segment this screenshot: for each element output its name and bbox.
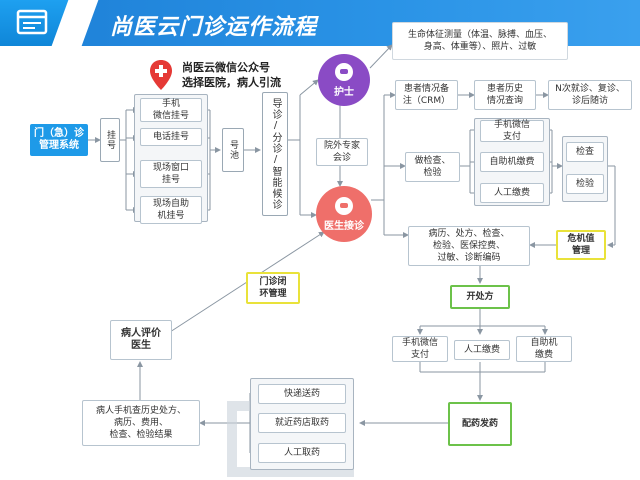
dispense-node[interactable]: 配药发药 — [448, 402, 512, 446]
rx-pay-manual-node[interactable]: 人工缴费 — [454, 340, 510, 360]
delivery-pharmacy-node[interactable]: 就近药店取药 — [258, 413, 346, 433]
expert-consult-node[interactable]: 院外专家 会诊 — [316, 138, 368, 166]
patient-mobile-view-node[interactable]: 病人手机查历史处方、 病历、费用、 检查、检验结果 — [82, 400, 200, 446]
register-wechat-node[interactable]: 手机 微信挂号 — [140, 98, 202, 122]
patient-evaluation-node[interactable]: 病人评价 医生 — [110, 320, 172, 360]
critical-value-node[interactable]: 危机值 管理 — [556, 230, 606, 260]
followup-node[interactable]: N次就诊、复诊、 诊后随访 — [548, 80, 632, 110]
pay-kiosk-node[interactable]: 自助机缴费 — [480, 152, 544, 172]
rx-pay-kiosk-node[interactable]: 自助机 缴费 — [516, 336, 572, 362]
pay-wechat-node[interactable]: 手机微信 支付 — [480, 120, 544, 142]
wechat-public-account-note: 尚医云微信公众号 选择医院，病人引流 — [182, 60, 281, 90]
register-window-node[interactable]: 现场窗口 挂号 — [140, 160, 202, 188]
outpatient-system-node[interactable]: 门（急）诊 管理系统 — [30, 124, 88, 156]
crm-node[interactable]: 患者情况备 注（CRM） — [395, 80, 458, 110]
prescribe-node[interactable]: 开处方 — [450, 285, 510, 309]
doctor-icon — [335, 196, 353, 215]
delivery-express-node[interactable]: 快递送药 — [258, 384, 346, 404]
window-icon — [16, 9, 48, 35]
triage-node[interactable]: 导诊/分诊/智能候诊 — [262, 92, 288, 216]
history-query-node[interactable]: 患者历史 情况查询 — [474, 80, 536, 110]
register-kiosk-node[interactable]: 现场自助 机挂号 — [140, 196, 202, 224]
location-pin-icon — [150, 60, 172, 90]
closed-loop-node[interactable]: 门诊闭 环管理 — [246, 272, 300, 304]
vitals-node[interactable]: 生命体征测量（体温、脉搏、血压、 身高、体重等）、照片、过敏 — [392, 22, 568, 60]
nurse-node[interactable]: 护士 — [318, 54, 370, 106]
exam-node[interactable]: 做检查、 检验 — [405, 152, 460, 182]
register-phone-node[interactable]: 电话挂号 — [140, 128, 202, 146]
nurse-icon — [335, 62, 353, 81]
lab-node[interactable]: 检验 — [566, 174, 604, 194]
medical-records-node[interactable]: 病历、处方、检查、 检验、医保控费、 过敏、诊断编码 — [408, 226, 530, 266]
check-node[interactable]: 检查 — [566, 142, 604, 162]
wechat-line-2: 选择医院，病人引流 — [182, 76, 281, 89]
pay-manual-node[interactable]: 人工缴费 — [480, 183, 544, 203]
doctor-node[interactable]: 医生接诊 — [316, 186, 372, 242]
delivery-manual-node[interactable]: 人工取药 — [258, 443, 346, 463]
page-title: 尚医云门诊运作流程 — [110, 15, 318, 40]
doctor-label: 医生接诊 — [324, 220, 364, 232]
guahao-node[interactable]: 挂号 — [100, 118, 120, 162]
wechat-line-1: 尚医云微信公众号 — [182, 61, 270, 74]
rx-pay-wechat-node[interactable]: 手机微信 支付 — [392, 336, 448, 362]
nurse-label: 护士 — [334, 86, 354, 98]
haochi-node[interactable]: 号池 — [222, 128, 244, 172]
